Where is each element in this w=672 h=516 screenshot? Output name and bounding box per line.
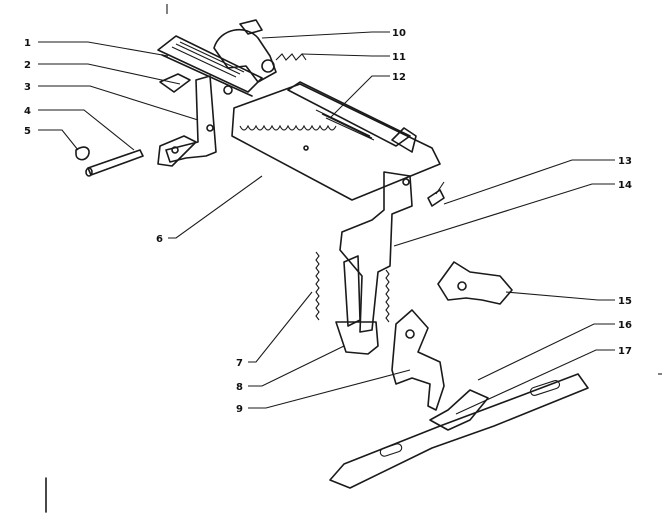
part-pin — [85, 149, 144, 177]
callout-4: 4 — [24, 106, 31, 117]
callout-2: 2 — [24, 60, 31, 71]
part-base-slide — [329, 373, 589, 489]
callout-11: 11 — [392, 52, 406, 63]
callout-3: 3 — [24, 82, 31, 93]
part-vertical-bracket — [157, 75, 217, 167]
part-clip — [75, 146, 90, 161]
callout-12: 12 — [392, 72, 406, 83]
callout-8: 8 — [236, 382, 243, 393]
callout-16: 16 — [618, 320, 632, 331]
leader-lines — [38, 31, 615, 415]
part-lever-frame — [335, 171, 445, 355]
callout-5: 5 — [24, 126, 31, 137]
part-pawl — [437, 261, 513, 305]
part-tension-springs — [315, 251, 390, 323]
callout-9: 9 — [236, 404, 243, 415]
callout-17: 17 — [618, 346, 632, 357]
callout-15: 15 — [618, 296, 632, 307]
callout-7: 7 — [236, 358, 243, 369]
part-cam-and-spring — [213, 19, 307, 83]
callout-10: 10 — [392, 28, 406, 39]
part-upper-rack — [157, 35, 263, 97]
callout-1: 1 — [24, 38, 31, 49]
part-lower-latch — [391, 309, 445, 411]
callout-numbers: 1 2 3 4 5 6 7 8 9 10 11 12 13 14 15 16 1… — [24, 28, 632, 415]
callout-6: 6 — [156, 234, 163, 245]
callout-14: 14 — [618, 180, 632, 191]
callout-13: 13 — [618, 156, 632, 167]
